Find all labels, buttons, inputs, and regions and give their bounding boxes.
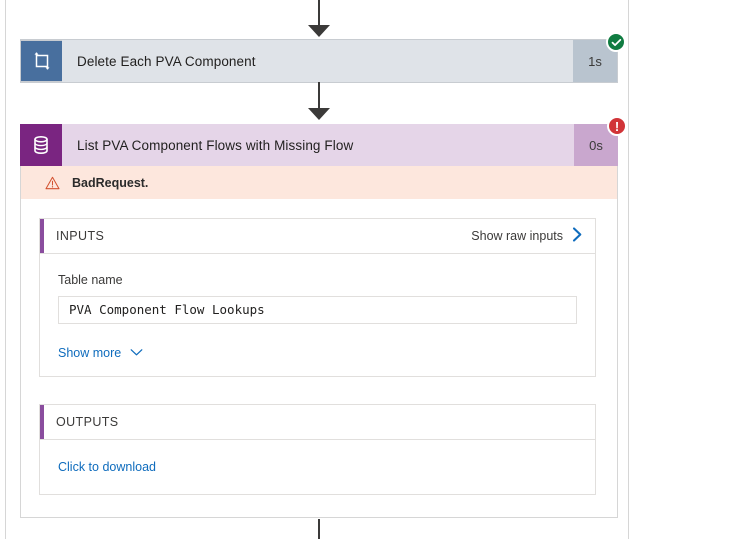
action-title: Delete Each PVA Component [77,53,256,69]
panel-accent-bar [40,405,44,439]
action-card-body: BadRequest. INPUTS Show raw inputs [20,166,618,518]
action-error-bar: BadRequest. [21,166,617,199]
action-card-header[interactable]: Delete Each PVA Component 1s [20,32,626,83]
outputs-panel-header: OUTPUTS [40,405,595,440]
connector-line-bottom [318,519,320,539]
table-name-input[interactable]: PVA Component Flow Lookups [58,296,577,324]
connector-arrow-top [308,25,330,37]
action-card-header[interactable]: List PVA Component Flows with Missing Fl… [20,116,627,166]
show-more-label: Show more [58,346,122,360]
chevron-down-icon [130,346,143,360]
inputs-panel: INPUTS Show raw inputs Table name PVA Co… [39,218,596,377]
outputs-panel-content: Click to download [40,440,595,494]
action-title: List PVA Component Flows with Missing Fl… [77,137,354,153]
panel-accent-bar [40,219,44,253]
table-name-label: Table name [58,273,123,287]
inputs-heading: INPUTS [56,229,105,243]
error-exclamation-glyph: ! [614,118,620,134]
show-more-button[interactable]: Show more [58,346,143,360]
error-circle-icon: ! [607,116,627,136]
connector-arrow-middle [308,108,330,120]
foreach-loop-icon [20,40,62,82]
connector-line-middle [318,82,320,110]
action-card-delete-each-pva-component[interactable]: Delete Each PVA Component 1s [20,32,626,83]
outputs-heading: OUTPUTS [56,415,119,429]
action-error-message: BadRequest. [72,175,149,190]
action-card-list-pva-component-flows-with-missing-flow[interactable]: List PVA Component Flows with Missing Fl… [20,116,627,518]
connector-line-top [318,0,320,28]
inputs-panel-content: Table name PVA Component Flow Lookups Sh… [40,254,595,376]
warning-triangle-icon [45,176,60,190]
database-icon [20,124,62,166]
show-raw-inputs-link[interactable]: Show raw inputs [471,227,583,245]
check-circle-icon [606,32,626,52]
click-to-download-link[interactable]: Click to download [58,460,156,474]
show-raw-inputs-label: Show raw inputs [471,229,563,243]
inputs-panel-header: INPUTS Show raw inputs [40,219,595,254]
canvas-left-rule [5,0,6,539]
chevron-right-icon [572,227,583,245]
outputs-panel: OUTPUTS Click to download [39,404,596,495]
canvas-right-rule [628,0,629,539]
